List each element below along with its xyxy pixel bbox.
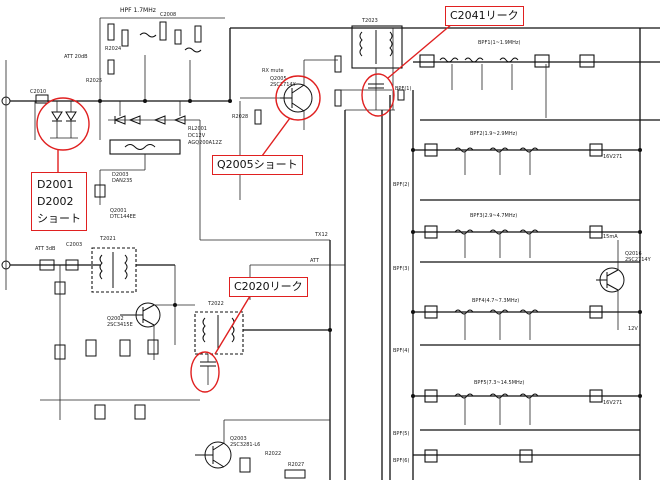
callout-q2005-text: Q2005ショート — [217, 158, 298, 171]
fault-circle-d2001 — [36, 97, 90, 151]
callout-c2041-text: C2041リーク — [450, 9, 519, 22]
svg-text:R2024: R2024 — [105, 46, 121, 52]
transistor-q2003: Q2003 2SC3281-L6 R2022 R2027 — [195, 419, 330, 479]
fault-circle-q2005 — [275, 75, 321, 121]
transistor-q2002: Q2002 2SC3415E — [40, 265, 200, 420]
bpf2-label: BPF2(1.9~2.9MHz) — [470, 131, 517, 137]
bpf-bank-1: BPF1(1~1.9MHz) BPF(1) — [395, 40, 660, 121]
rl-spec2: AGQ200A12Z — [188, 140, 222, 146]
rl2001-label: RL2001 — [188, 126, 207, 132]
q2001-type: DTC144EE — [110, 214, 136, 220]
c2003-label: C2003 — [66, 242, 82, 248]
att-label: ATT — [310, 258, 320, 264]
bpf3-label: BPF3(2.9~4.7MHz) — [470, 213, 517, 219]
transformer-t2023: T2023 — [340, 18, 405, 111]
callout-c2020-leak: C2020リーク — [229, 277, 308, 297]
callout-d2001-d2002-short: D2001 D2002 ショート — [31, 172, 87, 231]
bpf-bank-4: BPF4(4.7~7.3MHz) BPF(4) — [393, 298, 640, 354]
q2001-label: Q2001 — [110, 208, 127, 214]
svg-text:C2008: C2008 — [160, 12, 176, 18]
transistor-q2005: RX mute Q2005 2SC2714Y R2028 — [232, 55, 342, 200]
junctions — [98, 99, 642, 398]
fault-circle-c2041 — [361, 73, 395, 117]
callout-c2041-leak: C2041リーク — [445, 6, 524, 26]
v16-label-2: 16V271 — [603, 400, 622, 406]
bpf-tag-4: BPF(4) — [393, 348, 409, 354]
diode-pair-d2001-d2002: C2010 — [30, 89, 78, 140]
v16-label-1: 16V271 — [603, 154, 622, 160]
bpf-tag-1: BPF(1) — [395, 86, 411, 92]
transistor-q2016: Q2016 2SC2714Y 15mA 12V — [596, 28, 652, 480]
svg-text:R2025: R2025 — [86, 78, 102, 84]
t2021-label: T2021 — [99, 236, 116, 242]
att20-label: ATT 20dB — [64, 54, 88, 60]
t2022-label: T2022 — [207, 301, 224, 307]
relay-rl2001: RL2001 DC12V AGQ200A12Z DAN235 D2003 Q20… — [94, 101, 330, 241]
v12-label: 12V — [628, 326, 638, 332]
fault-circle-c2020 — [190, 351, 220, 393]
bpf-bank-5: BPF5(7.3~14.5MHz) BPF(5) 16V271 — [393, 380, 640, 437]
callout-q2005-short: Q2005ショート — [212, 155, 303, 175]
transformer-t2022: T2022 — [175, 301, 330, 385]
fault-markers — [36, 23, 453, 393]
rx-mute-label: RX mute — [262, 68, 284, 74]
bpf-bank-2: BPF2(1.9~2.9MHz) BPF(2) 16V271 — [393, 131, 640, 201]
att-3db-section: ATT 3dB C2003 — [30, 242, 100, 300]
q2005-part-label: Q2005 — [270, 76, 287, 82]
d2003-type: DAN235 — [112, 178, 132, 184]
callout-d2001-line1: D2001 — [37, 178, 74, 191]
tx12-label: TX12 — [314, 232, 328, 238]
q2016-type: 2SC2714Y — [625, 257, 652, 263]
bpf-tag-2: BPF(2) — [393, 182, 409, 188]
svg-text:R2028: R2028 — [232, 114, 248, 120]
bpf5-label: BPF5(7.3~14.5MHz) — [474, 380, 524, 386]
ma-label: 15mA — [603, 234, 618, 240]
q2003-type: 2SC3281-L6 — [230, 442, 260, 448]
bpf-tag-5: BPF(5) — [393, 431, 409, 437]
att3db-label: ATT 3dB — [35, 246, 56, 252]
q2003-label: Q2003 — [230, 436, 247, 442]
bpf4-label: BPF4(4.7~7.3MHz) — [472, 298, 519, 304]
bpf-bank-3: BPF3(2.9~4.7MHz) BPF(3) — [393, 213, 640, 272]
svg-text:C2010: C2010 — [30, 89, 46, 95]
q2002-label: Q2002 — [107, 316, 124, 322]
antenna-input — [1, 60, 45, 290]
hpf-label: HPF 1.7MHz — [120, 7, 156, 14]
bpf-bank-6-stub: BPF(6) — [393, 449, 640, 464]
d2003-label: D2003 — [112, 172, 129, 178]
callout-d2001-line3: ショート — [37, 212, 81, 225]
r2027-label: R2027 — [288, 462, 304, 468]
rl-spec: DC12V — [188, 133, 206, 139]
callout-d2001-line2: D2002 — [37, 195, 74, 208]
q2016-label: Q2016 — [625, 251, 642, 257]
bpf-tag-3: BPF(3) — [393, 266, 409, 272]
hpf-section: HPF 1.7MHz R2024 C2008 ATT 20dB R2025 — [64, 7, 225, 101]
bpf1-label: BPF1(1~1.9MHz) — [478, 40, 520, 46]
callout-c2020-text: C2020リーク — [234, 280, 303, 293]
bpf-tag-6: BPF(6) — [393, 458, 409, 464]
t2023-label: T2023 — [361, 18, 378, 24]
r2022-label: R2022 — [265, 451, 281, 457]
transformer-t2021: T2021 — [91, 236, 175, 293]
q2002-type: 2SC3415E — [107, 322, 133, 328]
q2005-type-label: 2SC2714Y — [270, 82, 297, 88]
